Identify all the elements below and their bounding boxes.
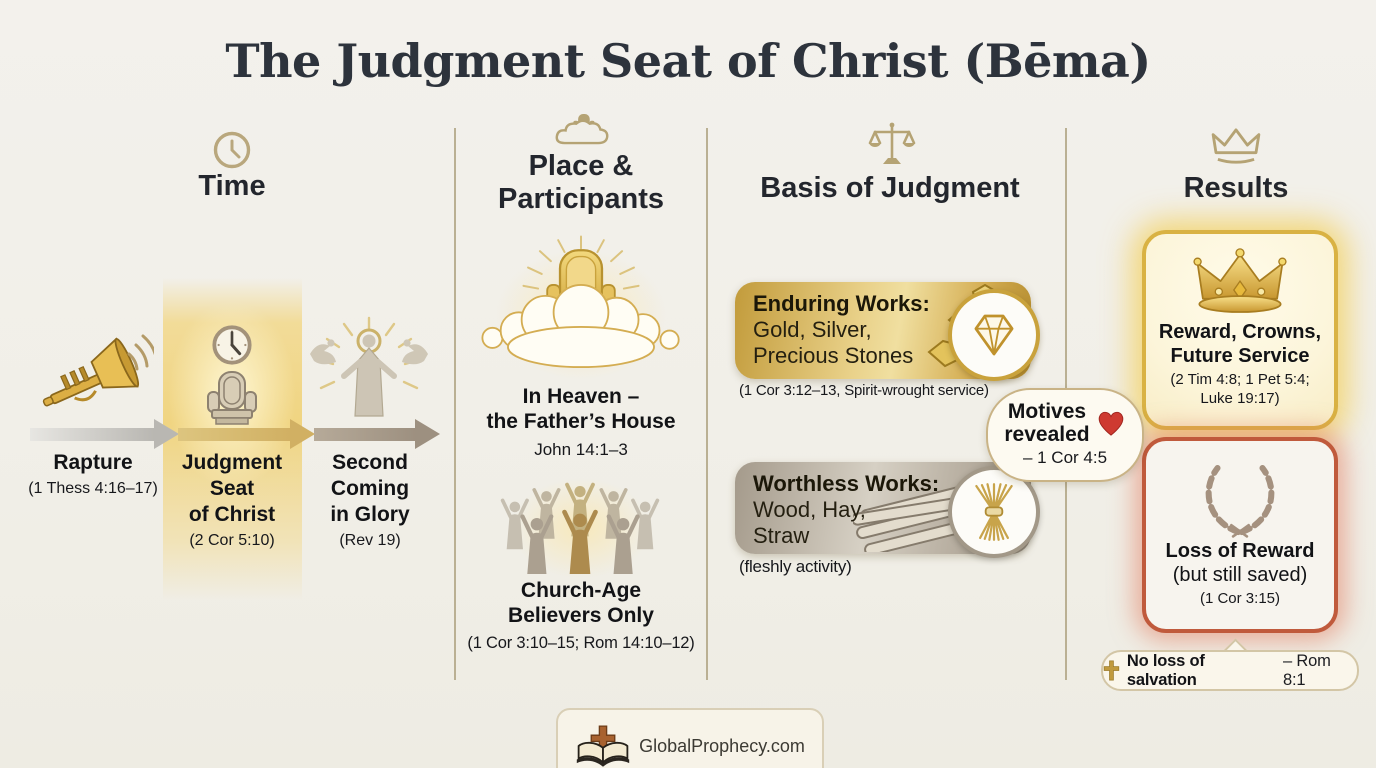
judgment-clock-icon [211,324,253,366]
event-ref: (2 Cor 5:10) [189,532,275,549]
heart-icon [1098,411,1123,436]
worshippers-icon [488,482,672,574]
motives-callout: Motives revealed – 1 Cor 4:5 [986,388,1144,482]
column-divider [454,128,456,680]
reward-ref: (2 Tim 4:8; 1 Pet 5:4; [1170,371,1310,388]
basis-column-header: Basis of Judgment [760,172,1020,204]
loss-label: (but still saved) [1172,564,1308,586]
results-column-header: Results [1183,172,1289,204]
loss-ref: (1 Cor 3:15) [1199,590,1281,607]
salvation-note: No loss of salvation – Rom 8:1 [1101,650,1359,691]
column-divider [706,128,708,680]
event-label: Second [332,451,408,474]
diamond-icon [974,314,1014,356]
footer-badge: GlobalProphecy.com [556,708,824,768]
event-label: Rapture [53,451,133,474]
enduring-title: Enduring Works: [753,291,930,316]
loss-card: Loss of Reward (but still saved) (1 Cor … [1142,437,1338,633]
enduring-line: Precious Stones [753,343,914,368]
worthless-title: Worthless Works: [753,471,940,496]
place-header-line: Participants [498,183,664,215]
believers-ref: (1 Cor 3:10–15; Rom 14:10–12) [467,634,695,652]
gold-crown-icon [1193,248,1287,313]
diamond-badge [948,289,1040,381]
reward-label: Reward, Crowns, [1158,321,1322,343]
event-label: of Christ [188,503,276,526]
loss-label: Loss of Reward [1165,540,1315,562]
place-header-line: Place & [528,150,634,182]
motives-label: Motives [1007,400,1087,423]
enduring-ref: (1 Cor 3:12–13, Spirit-wrought service) [739,382,989,399]
cloud-throne-icon [553,112,611,147]
salvation-ref: – Rom 8:1 [1283,651,1331,689]
believers-label: Church-Age [520,579,642,602]
event-label: in Glory [330,503,410,526]
place-column-header: Place & Participants [471,150,691,216]
event-label: Seat [209,477,255,500]
timeline-arrow-judgment [178,428,290,441]
enduring-line: Gold, Silver, [753,317,872,342]
clock-icon [212,130,252,170]
footer-brand: GlobalProphecy.com [639,735,805,756]
crown-outline-icon [1208,127,1264,167]
event-rapture: Rapture (1 Thess 4:16–17) [18,450,168,499]
believers-label: Believers Only [508,604,654,627]
timeline-arrowhead [290,419,315,449]
event-second-coming: Second Coming in Glory (Rev 19) [305,450,435,551]
timeline-arrow-second-coming [314,428,416,441]
time-column-header: Time [198,170,266,202]
trumpet-icon [36,328,154,420]
heaven-label: In Heaven – [522,385,640,408]
event-label: Coming [330,477,410,500]
reward-ref: Luke 19:17) [1200,390,1280,407]
cross-icon [1103,660,1120,681]
laurel-wreath-icon [1205,465,1275,538]
heaven-label: the Father’s House [486,410,676,433]
scales-icon [868,120,916,168]
worthless-ref: (fleshly activity) [739,557,852,576]
timeline-arrowhead [415,419,440,449]
heaven-throne-illustration [476,230,686,380]
salvation-text: No loss of salvation [1126,651,1205,689]
event-judgment-seat: Judgment Seat of Christ (2 Cor 5:10) [162,450,302,551]
timeline-arrow-rapture [30,428,154,441]
timeline-arrowhead [154,419,179,449]
judgment-throne-icon [203,370,261,426]
worthless-line: Straw [753,523,810,548]
bible-cross-icon [576,725,630,767]
motives-ref: – 1 Cor 4:5 [1022,448,1108,467]
event-ref: (Rev 19) [339,532,401,549]
motives-label: revealed [1004,423,1090,446]
page-title: The Judgment Seat of Christ (Bēma) [225,34,1151,88]
straw-bundle-icon [975,483,1013,541]
event-ref: (1 Thess 4:16–17) [28,480,158,497]
believers-label-block: Church-Age Believers Only (1 Cor 3:10–15… [456,578,706,654]
event-label: Judgment [181,451,283,474]
christ-glory-icon [306,316,432,422]
heaven-ref: John 14:1–3 [534,440,628,459]
reward-card: Reward, Crowns, Future Service (2 Tim 4:… [1142,230,1338,430]
heaven-label-block: In Heaven – the Father’s House John 14:1… [466,384,696,460]
reward-label: Future Service [1170,345,1310,367]
worthless-line: Wood, Hay, [753,497,866,522]
